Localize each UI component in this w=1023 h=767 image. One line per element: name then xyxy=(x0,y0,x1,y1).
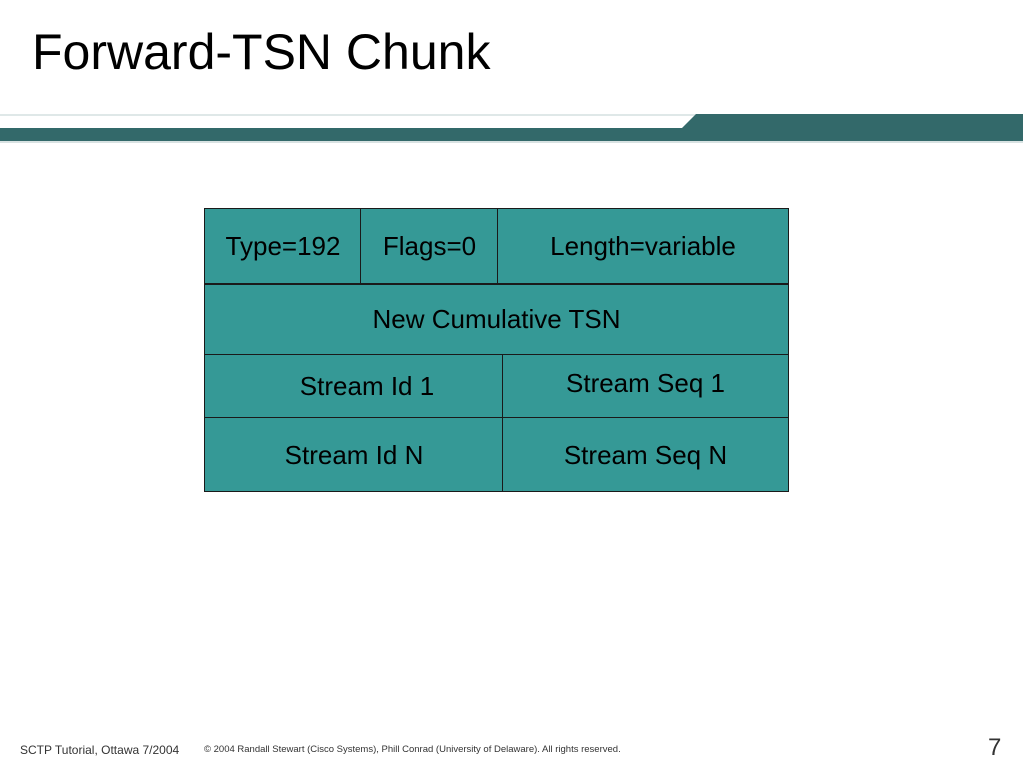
new-cumulative-tsn-field: New Cumulative TSN xyxy=(204,284,789,355)
header-band-highlight xyxy=(0,114,1023,116)
length-field: Length=variable xyxy=(497,208,789,284)
new-cumulative-tsn-label: New Cumulative TSN xyxy=(372,304,621,334)
length-field-label: Length=variable xyxy=(550,231,736,261)
flags-field: Flags=0 xyxy=(360,208,499,284)
header-band-shadow xyxy=(0,141,1023,143)
stream-seq-n-field: Stream Seq N xyxy=(502,417,789,492)
type-field: Type=192 xyxy=(204,208,362,284)
footer-copyright: © 2004 Randall Stewart (Cisco Systems), … xyxy=(204,744,621,755)
page-number: 7 xyxy=(988,734,1002,761)
stream-id-n-label: Stream Id N xyxy=(284,440,424,470)
stream-seq-1-field: Stream Seq 1 xyxy=(502,354,789,418)
flags-field-label: Flags=0 xyxy=(382,231,477,261)
type-field-label: Type=192 xyxy=(225,231,341,261)
header-band-dark xyxy=(0,114,1023,141)
footer-tutorial: SCTP Tutorial, Ottawa 7/2004 xyxy=(20,743,180,757)
stream-id-1-field: Stream Id 1 xyxy=(204,354,504,418)
stream-seq-1-label: Stream Seq 1 xyxy=(566,368,725,398)
slide-title: Forward-TSN Chunk xyxy=(32,24,491,80)
stream-id-1-label: Stream Id 1 xyxy=(299,371,435,401)
stream-seq-n-label: Stream Seq N xyxy=(563,440,728,470)
stream-id-n-field: Stream Id N xyxy=(204,417,504,492)
header-band xyxy=(0,114,1023,143)
